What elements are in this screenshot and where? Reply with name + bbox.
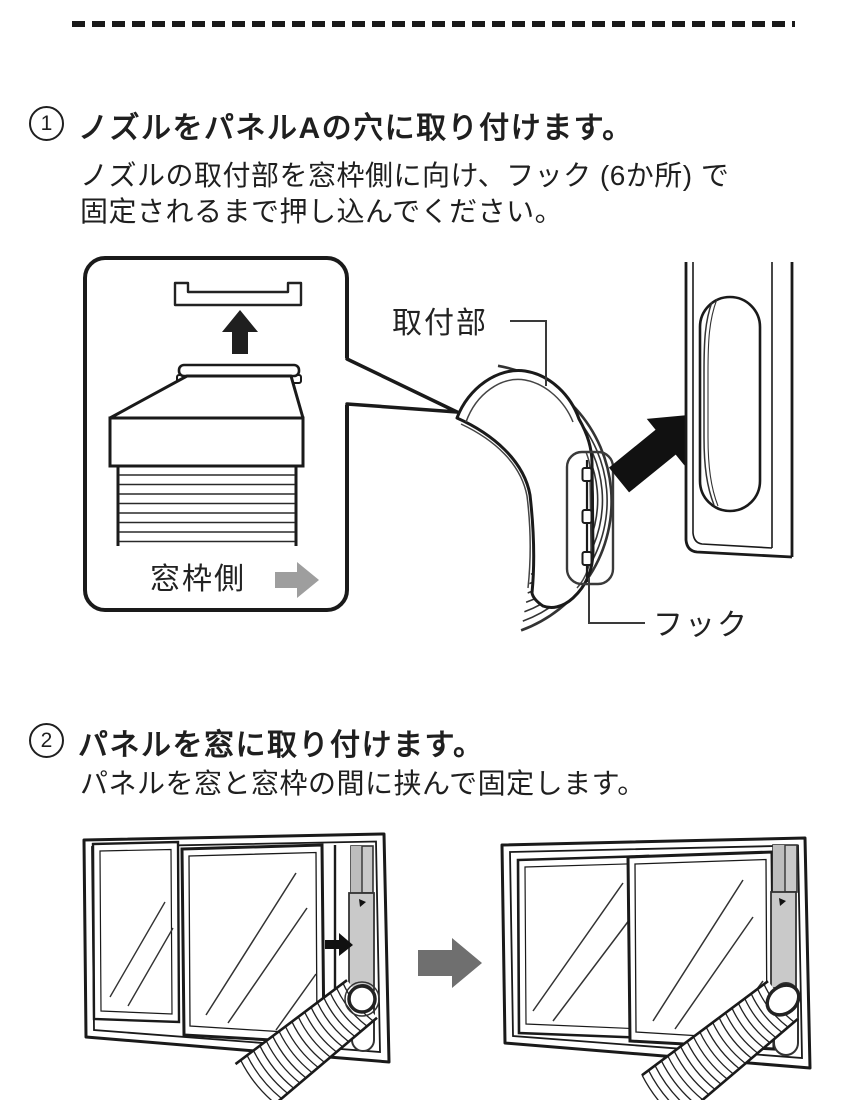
step-title: パネルを窓に取り付けます。 <box>78 729 485 762</box>
glass-reflection-lines <box>205 872 317 1031</box>
push-arrow-icon <box>325 933 353 956</box>
panel-latch-mark <box>359 899 366 907</box>
step-body-line: 固定されるまで押し込んでください。 <box>80 196 564 227</box>
exhaust-hose <box>641 980 799 1100</box>
window-rail-bracket <box>173 281 303 307</box>
hook-label: フック <box>653 609 749 642</box>
window-after-figure <box>500 836 812 1100</box>
step-number: 2 <box>29 723 64 758</box>
hole-thickness-line <box>707 298 719 507</box>
hook <box>581 509 593 524</box>
window-before-figure <box>82 832 391 1100</box>
section-divider <box>72 21 795 27</box>
nozzle-flange <box>177 363 301 378</box>
leader-line <box>510 320 547 322</box>
pane-glass-line <box>99 848 173 1015</box>
step-body: パネルを窓と窓枠の間に挟んで固定します。 <box>80 766 646 802</box>
panel-strip <box>348 892 375 991</box>
callout-pointer <box>345 357 459 414</box>
leader-line <box>545 320 547 386</box>
panel-upper-shade <box>351 846 362 893</box>
next-step-arrow-icon <box>418 938 482 988</box>
nozzle-body <box>108 416 305 468</box>
duct-corrugation <box>119 474 295 543</box>
right-arrow-icon <box>275 562 319 598</box>
panel-a-hole <box>698 295 762 513</box>
hook-highlight-box <box>565 450 615 586</box>
step-body: ノズルの取付部を窓枠側に向け、フック (6か所) で 固定されるまで押し込んでく… <box>80 158 729 230</box>
leader-line <box>588 578 590 624</box>
exhaust-hose <box>234 979 378 1100</box>
step-number: 1 <box>29 106 64 141</box>
hook <box>581 551 593 566</box>
panel-a-figure <box>684 262 794 559</box>
window-frame-side-label: 窓枠側 <box>150 563 246 596</box>
step-body-line: ノズルの取付部を窓枠側に向け、フック (6か所) で <box>80 160 730 191</box>
window-pane <box>91 840 181 1024</box>
duct-sides <box>116 466 298 546</box>
flange-rim-inner-line <box>460 423 531 589</box>
step-body-line: パネルを窓と窓枠の間に挟んで固定します。 <box>80 768 646 799</box>
step-title: ノズルをパネルAの穴に取り付けます。 <box>78 112 634 145</box>
callout-notch <box>341 358 353 405</box>
leader-line <box>588 622 645 624</box>
hook <box>581 467 593 482</box>
attachment-part-label: 取付部 <box>392 307 488 340</box>
up-arrow-icon <box>222 310 258 354</box>
nozzle-side-view-figure <box>83 256 459 612</box>
next-step-arrow-shape <box>418 938 482 988</box>
panel-strip <box>770 891 797 989</box>
window-pane <box>626 850 776 1051</box>
panel-a-inner-lines <box>692 262 773 549</box>
flange-top-inner-line <box>465 378 574 423</box>
hose-collar <box>347 984 377 1014</box>
glass-reflection-lines <box>532 882 634 1022</box>
nozzle-3d-figure <box>455 364 701 632</box>
attachment-part-flange <box>455 369 595 609</box>
hose-collar-outer <box>344 981 380 1017</box>
hose-collar <box>765 983 801 1017</box>
hole-thickness-line <box>703 301 715 506</box>
glass-reflection-lines <box>109 901 174 1007</box>
panel-upper-shade <box>773 845 785 892</box>
panel-latch-mark <box>779 898 786 906</box>
insert-arrow-icon <box>608 413 701 493</box>
